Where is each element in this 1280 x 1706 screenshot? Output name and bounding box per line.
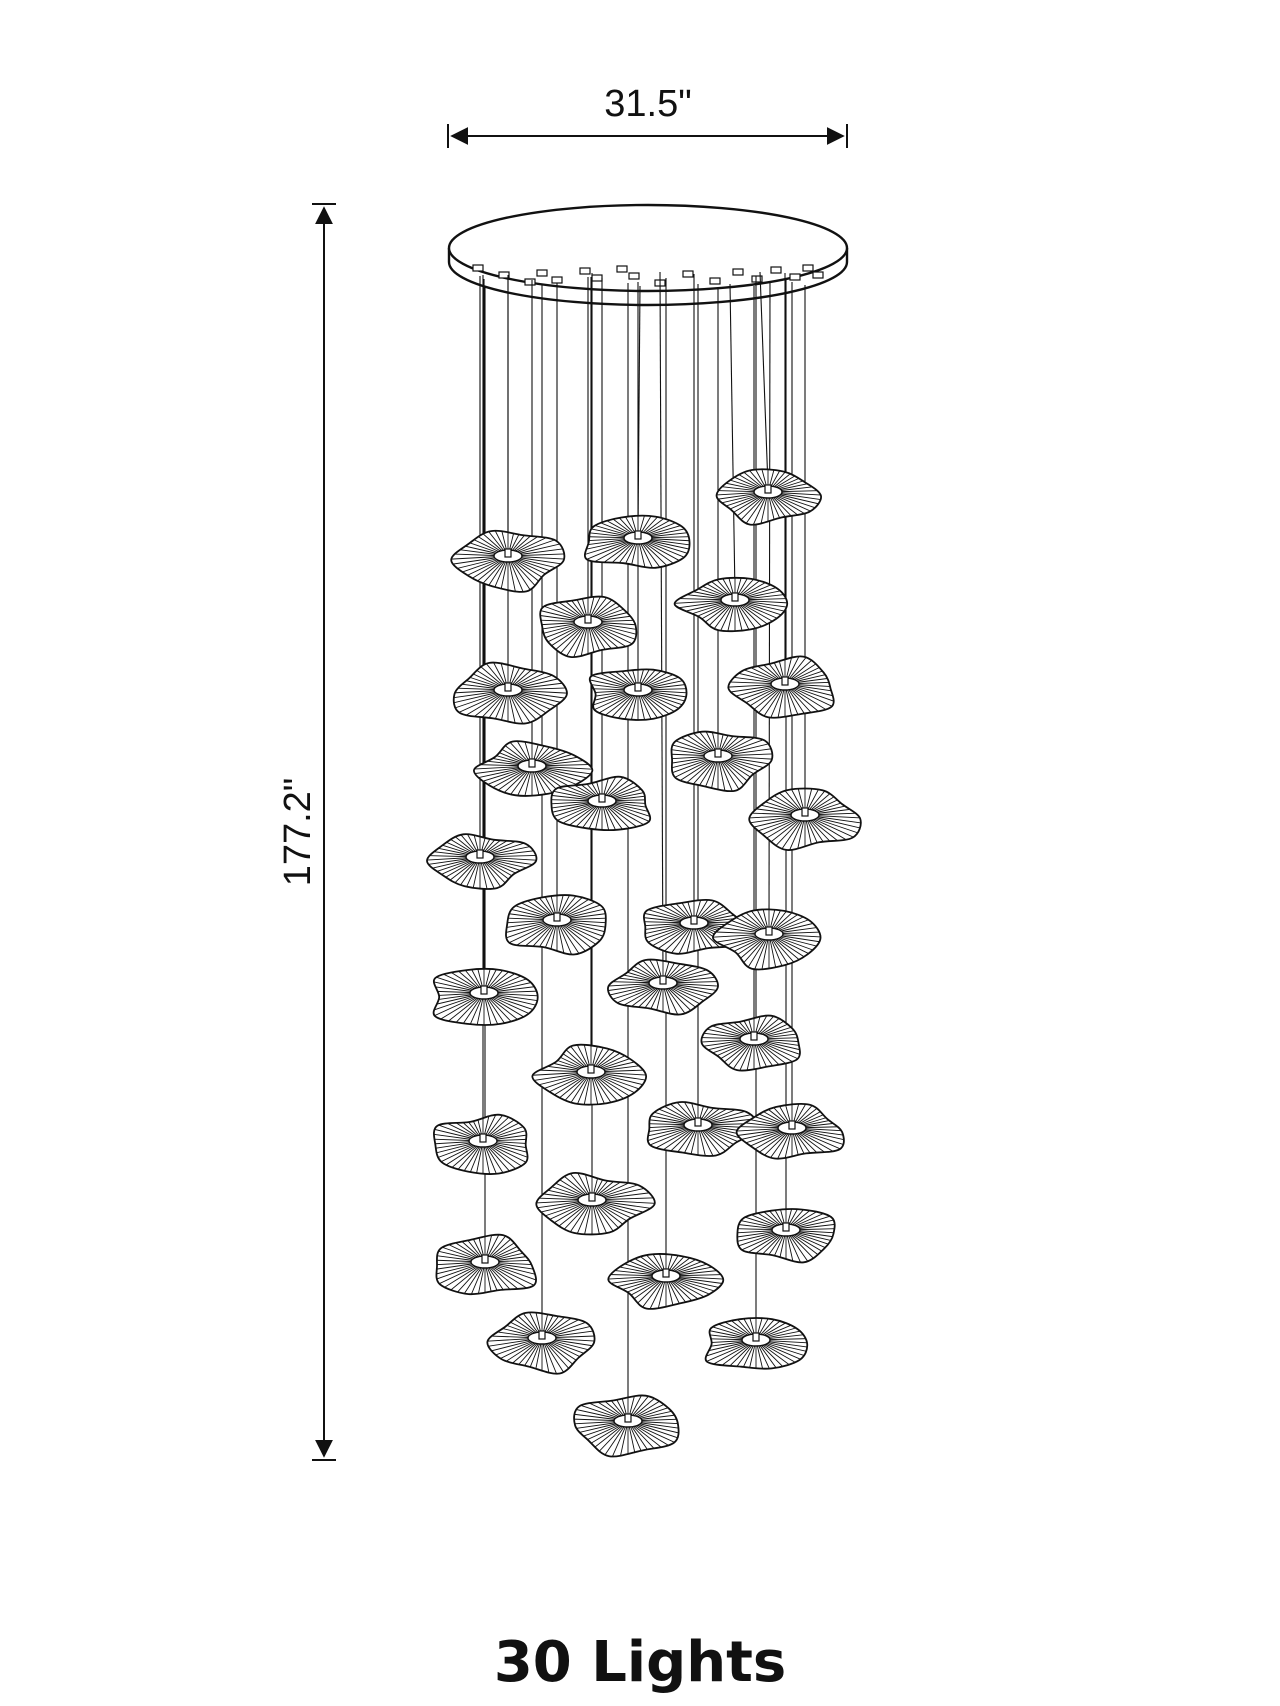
suspension-cord bbox=[759, 271, 769, 487]
lotus-pendant-icon bbox=[505, 894, 607, 956]
cord-mount-icon bbox=[498, 271, 510, 279]
lotus-pendant-icon bbox=[426, 833, 538, 890]
lotus-pendant-icon bbox=[584, 514, 691, 569]
cord-mount-icon bbox=[802, 264, 814, 272]
cord-mount-icon bbox=[524, 278, 536, 286]
cord-mount-icon bbox=[591, 274, 603, 282]
cord-mount-icon bbox=[628, 272, 640, 280]
ceiling-canopy bbox=[447, 203, 849, 307]
lotus-pendant-icon bbox=[727, 655, 835, 719]
lotus-pendant-icon bbox=[607, 1253, 725, 1310]
lotus-pendant-icon bbox=[736, 1208, 836, 1264]
pendant-lights bbox=[426, 468, 862, 1458]
cord-mount-icon bbox=[770, 266, 782, 274]
cord-mount-icon bbox=[536, 269, 548, 277]
lotus-pendant-icon bbox=[748, 787, 862, 851]
lotus-pendant-icon bbox=[433, 1113, 529, 1175]
suspension-cord bbox=[659, 271, 664, 978]
cord-mount-icon bbox=[732, 268, 744, 276]
cord-mount-icon bbox=[616, 265, 628, 273]
lotus-pendant-icon bbox=[712, 908, 822, 971]
cord-mount-icon bbox=[579, 267, 591, 275]
cord-mount-icon bbox=[789, 273, 801, 281]
lotus-pendant-icon bbox=[452, 661, 568, 725]
lotus-pendant-icon bbox=[539, 595, 638, 659]
lotus-pendant-icon bbox=[588, 668, 688, 721]
suspension-cord bbox=[729, 283, 736, 595]
cord-mount-icon bbox=[709, 277, 721, 285]
width-dimension: 31.5" bbox=[447, 83, 848, 148]
height-dimension: 177.2" bbox=[277, 203, 336, 1461]
lotus-pendant-icon bbox=[715, 468, 822, 526]
lotus-pendant-icon bbox=[432, 967, 539, 1026]
cord-mount-icon bbox=[472, 264, 484, 272]
lotus-pendant-icon bbox=[573, 1394, 680, 1458]
cord-mount-icon bbox=[682, 270, 694, 278]
cord-mount-icon bbox=[551, 276, 563, 284]
cord-mount-icon bbox=[812, 271, 824, 279]
lotus-pendant-icon bbox=[535, 1171, 656, 1236]
light-count-caption: 30 Lights bbox=[493, 1630, 787, 1695]
lotus-pendant-icon bbox=[607, 958, 719, 1016]
width-label: 31.5" bbox=[604, 83, 691, 125]
lotus-pendant-icon bbox=[550, 775, 652, 832]
height-label: 177.2" bbox=[277, 778, 319, 887]
lotus-pendant-icon bbox=[435, 1233, 537, 1296]
cord-mount-icon bbox=[751, 275, 763, 283]
